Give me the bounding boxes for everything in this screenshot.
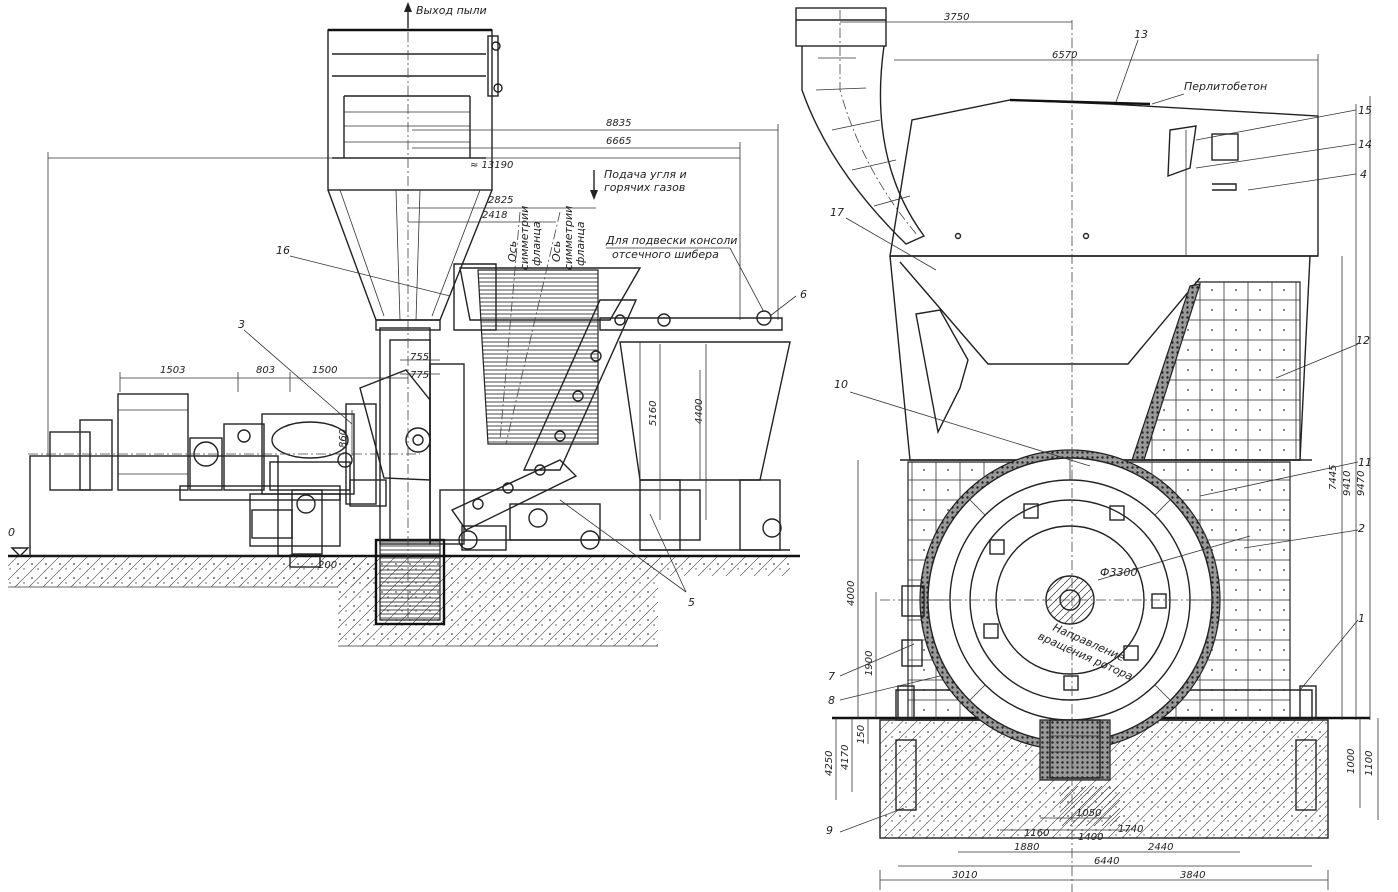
dim-8835: 8835 <box>606 118 631 129</box>
leader-7: 7 <box>828 670 835 683</box>
dim-9410: 9410 <box>1342 471 1353 496</box>
dim-2440: 2440 <box>1148 842 1173 853</box>
leaders-right: 13 15 14 4 17 12 10 11 2 1 7 8 9 <box>826 28 1372 837</box>
leader-17: 17 <box>830 206 844 219</box>
dim-6570: 6570 <box>1052 50 1077 61</box>
dim-7445: 7445 <box>1328 465 1339 490</box>
leader-5: 5 <box>688 596 695 609</box>
dim-3750: 3750 <box>944 12 969 23</box>
dim-2418: 2418 <box>482 210 507 221</box>
dim-9470: 9470 <box>1356 471 1367 496</box>
dim-1050: 1050 <box>1076 808 1101 819</box>
leader-11: 11 <box>1358 456 1372 469</box>
dim-1500: 1500 <box>312 365 337 376</box>
dim-5160: 5160 <box>648 401 659 426</box>
flange-axes <box>499 211 561 445</box>
dim-1000: 1000 <box>1346 749 1357 774</box>
svg-text:Ф3300: Ф3300 <box>1100 566 1137 579</box>
zero-level-mark: 0 <box>8 526 30 557</box>
dim-6665: 6665 <box>606 136 631 147</box>
leader-13: 13 <box>1134 28 1148 41</box>
coal-feed-chute <box>450 263 642 531</box>
dim-150: 150 <box>856 725 867 744</box>
upper-housing <box>889 98 1319 257</box>
dim-2825: 2825 <box>488 195 513 206</box>
zero-mark-label: 0 <box>8 526 15 539</box>
dim-1740: 1740 <box>1118 824 1143 835</box>
dust-outlet-arrow: Выход пыли <box>404 2 487 28</box>
drive-train <box>28 393 420 557</box>
dust-outlet-label: Выход пыли <box>416 4 487 17</box>
dimensions-left: 8835 6665 ≈ 13190 2825 2418 1503 803 150… <box>47 118 779 571</box>
svg-text:Ось: Ось <box>506 241 519 262</box>
svg-text:Перлитобетон: Перлитобетон <box>1184 80 1267 93</box>
dim-755: 755 <box>410 352 429 363</box>
dimensions-right: 3750 6570 7445 9410 9470 1000 1100 4000 … <box>824 12 1379 890</box>
dim-4170: 4170 <box>840 745 851 770</box>
svg-text:фланца: фланца <box>530 221 543 266</box>
dim-4250: 4250 <box>824 751 835 776</box>
perlite-label: Перлитобетон <box>1151 80 1267 105</box>
leaders-left: 16 3 6 5 <box>238 244 807 609</box>
svg-text:симметрии: симметрии <box>562 206 575 270</box>
leader-1: 1 <box>1358 612 1365 625</box>
coal-feed-arrow: Подача угля и горячих газов <box>590 168 687 200</box>
dim-803: 803 <box>256 365 275 376</box>
leader-10: 10 <box>834 378 848 391</box>
dim-4000: 4000 <box>846 581 857 606</box>
svg-text:фланца: фланца <box>574 221 587 266</box>
leader-16: 16 <box>276 244 290 257</box>
leader-6: 6 <box>800 288 807 301</box>
exhaust-pipe <box>795 7 926 245</box>
dim-1503: 1503 <box>160 365 185 376</box>
coal-feed-label-2: горячих газов <box>604 181 685 194</box>
dim-1100: 1100 <box>1364 751 1375 776</box>
dim-4400: 4400 <box>694 399 705 424</box>
lined-panel <box>1131 281 1301 461</box>
console-note: Для подвески консоли отсечного шибера <box>605 234 765 313</box>
side-supports <box>897 585 1317 719</box>
coal-feed-label-1: Подача угля и <box>604 168 687 181</box>
rotor-diameter-label: Ф3300 <box>1097 535 1251 581</box>
flange-axis-label-2: Ось симметрии фланца <box>550 206 587 270</box>
front-section-view: Перлитобетон Ф3300 Направление вращения … <box>795 7 1379 892</box>
svg-text:Ось: Ось <box>550 241 563 262</box>
dim-6440: 6440 <box>1094 856 1119 867</box>
svg-text:отсечного шибера: отсечного шибера <box>612 248 719 261</box>
leader-2: 2 <box>1358 522 1365 535</box>
dim-200: 200 <box>318 560 337 571</box>
svg-text:Для подвески консоли: Для подвески консоли <box>605 234 737 247</box>
leader-3: 3 <box>238 318 245 331</box>
dim-775: 775 <box>410 370 429 381</box>
side-view: 0 <box>8 2 807 647</box>
leader-14: 14 <box>1358 138 1372 151</box>
dim-1160: 1160 <box>1024 828 1049 839</box>
bottom-chute <box>1039 719 1111 781</box>
ground-foundation-left <box>8 538 800 647</box>
rotor <box>919 449 1221 751</box>
damper-console <box>599 310 791 551</box>
mill-casing-side <box>359 327 782 551</box>
dim-1880: 1880 <box>1014 842 1039 853</box>
leader-15: 15 <box>1358 104 1372 117</box>
leader-12: 12 <box>1356 334 1370 347</box>
leader-9: 9 <box>826 824 833 837</box>
flange-axis-label-1: Ось симметрии фланца <box>506 206 543 270</box>
dim-1400: 1400 <box>1078 832 1103 843</box>
dim-860: 860 <box>338 429 349 448</box>
dim-13190: ≈ 13190 <box>470 160 513 171</box>
separator-tower <box>327 28 503 331</box>
dim-3840: 3840 <box>1180 870 1205 881</box>
dim-3010: 3010 <box>952 870 977 881</box>
leader-8: 8 <box>828 694 835 707</box>
leader-4: 4 <box>1360 168 1367 181</box>
